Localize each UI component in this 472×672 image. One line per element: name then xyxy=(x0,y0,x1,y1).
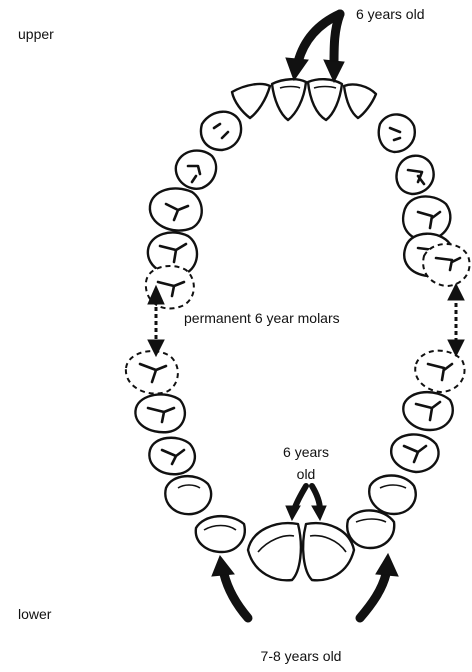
right-molar-arrows xyxy=(448,284,464,356)
lower-jaw-label: lower xyxy=(18,606,51,622)
upper-central-incisor-left xyxy=(272,79,306,120)
upper-jaw-label: upper xyxy=(18,26,54,42)
upper-right-canine xyxy=(379,114,415,152)
lower-right-permanent-molar xyxy=(415,351,464,392)
upper-left-premolar-1 xyxy=(176,151,216,189)
lower-6yr-arrows xyxy=(286,486,326,520)
lower-left-premolar xyxy=(165,476,211,514)
upper-incisors xyxy=(232,79,376,120)
lower-right-molar-2 xyxy=(403,392,452,430)
upper-right-permanent-molar xyxy=(423,244,469,286)
upper-lateral-incisor-left xyxy=(232,84,270,118)
lower-right-teeth xyxy=(347,351,464,548)
upper-left-teeth xyxy=(146,112,241,309)
lower-right-molar-1 xyxy=(391,434,438,472)
lower-left-molar-2 xyxy=(135,394,184,432)
upper-right-premolar-1 xyxy=(397,156,434,194)
lower-central-incisor-left xyxy=(248,523,301,580)
lower-left-teeth xyxy=(126,351,245,552)
lower-age-label-line1: 6 years xyxy=(256,444,356,460)
upper-age-label: 6 years old xyxy=(356,6,424,22)
lower-age-label-line2: old xyxy=(256,466,356,482)
upper-left-canine xyxy=(201,112,241,150)
upper-age-arrows xyxy=(286,14,344,82)
lower-left-permanent-molar xyxy=(126,351,178,393)
upper-central-incisor-right xyxy=(308,79,342,120)
lower-right-canine xyxy=(347,510,394,548)
molars-label: permanent 6 year molars xyxy=(184,310,340,326)
lower-incisors xyxy=(248,523,354,580)
bottom-age-label: 7-8 years old xyxy=(226,648,376,664)
upper-lateral-incisor-right xyxy=(344,84,376,118)
lower-right-premolar xyxy=(369,476,416,515)
lower-left-molar-1 xyxy=(149,438,195,475)
upper-right-teeth xyxy=(379,114,470,286)
lower-left-canine xyxy=(196,516,245,552)
